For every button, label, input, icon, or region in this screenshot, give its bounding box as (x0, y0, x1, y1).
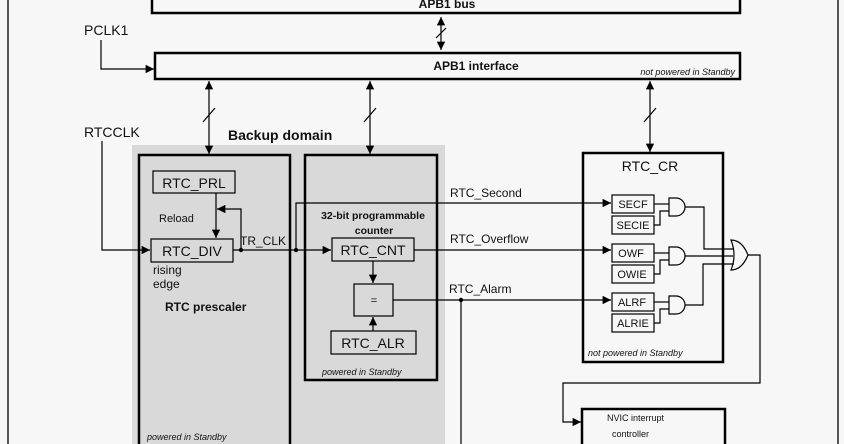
rtc-alarm-label: RTC_Alarm (449, 282, 511, 296)
rtc-overflow-label: RTC_Overflow (450, 232, 529, 246)
reload-feedback (217, 204, 242, 250)
edge-label: edge (153, 277, 180, 291)
rtc-prescaler-box (137, 153, 292, 444)
counter-standby-note: powered in Standby (321, 367, 402, 377)
tr-clk-label: TR_CLK (240, 234, 286, 248)
nvic-label-1: NVIC interrupt (607, 413, 665, 423)
rtc-second-label: RTC_Second (450, 186, 522, 200)
nvic-label-2: controller (612, 429, 649, 439)
rtc-prl-label: RTC_PRL (162, 175, 226, 191)
apb1-bus-box (150, 0, 742, 15)
rtc-prescaler-label: RTC prescaler (165, 300, 247, 314)
apb1-interface-label: APB1 interface (433, 59, 519, 73)
compare-label: = (371, 295, 377, 307)
owie-label: OWIE (617, 269, 646, 281)
cr-standby-note: not powered in Standby (588, 348, 683, 358)
and-gate-alarm (668, 295, 686, 315)
apb1-interface-box (153, 51, 742, 81)
counter-box (303, 153, 439, 382)
owf-label: OWF (618, 248, 644, 260)
and-gate-second (668, 197, 686, 217)
apb1-bus-label: APB1 bus (419, 0, 476, 11)
and-gate-overflow (668, 246, 686, 266)
backup-domain-label: Backup domain (228, 127, 332, 143)
rtc-cnt-label: RTC_CNT (340, 242, 406, 258)
or-gate (730, 239, 749, 271)
rtc-second-line (295, 198, 611, 250)
rtc-div-label: RTC_DIV (162, 243, 222, 259)
nvic-box (580, 407, 727, 444)
secie-label: SECIE (616, 220, 649, 232)
interface-standby-note: not powered in Standby (640, 67, 735, 77)
prescaler-standby-note: powered in Standby (146, 432, 227, 442)
pclk1-label: PCLK1 (84, 22, 129, 38)
rtcclk-line (101, 141, 150, 255)
reload-label: Reload (159, 213, 194, 225)
rtc-cr-label: RTC_CR (622, 158, 679, 174)
counter-title-2: counter (355, 225, 394, 237)
rtc-cr-box (581, 151, 725, 364)
rtcclk-label: RTCCLK (84, 124, 140, 140)
secf-label: SECF (618, 199, 648, 211)
rising-label: rising (153, 263, 182, 277)
counter-title-1: 32-bit programmable (321, 210, 425, 222)
alrie-label: ALRIE (617, 318, 649, 330)
rtc-prl-register (152, 170, 236, 194)
alrf-label: ALRF (618, 297, 646, 309)
interrupt-line (562, 254, 761, 427)
rtc-alr-label: RTC_ALR (341, 335, 405, 351)
pclk1-line (100, 40, 154, 74)
